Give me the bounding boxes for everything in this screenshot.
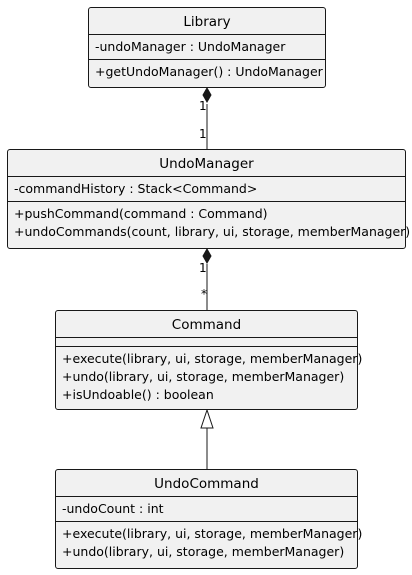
class-name: UndoManager [8, 150, 405, 177]
class-attributes: -commandHistory : Stack<Command> [8, 177, 405, 202]
class-name: Command [56, 311, 357, 338]
class-operations: +execute(library, ui, storage, memberMan… [56, 522, 363, 564]
operation: +undoCommands(count, library, ui, storag… [14, 224, 411, 239]
class-name: UndoCommand [56, 470, 357, 497]
multiplicity-undomanager-source: 1 [199, 261, 207, 275]
operation: +pushCommand(command : Command) [14, 206, 268, 221]
composition-undomanager-command [202, 247, 212, 310]
composition-diamond-library [202, 86, 212, 104]
class-attributes: -undoCount : int [56, 497, 357, 522]
operation: +undo(library, ui, storage, memberManage… [62, 544, 345, 559]
operation: +isUndoable() : boolean [62, 387, 214, 402]
attribute: -commandHistory : Stack<Command> [14, 181, 258, 196]
class-operations: +getUndoManager() : UndoManager [89, 60, 325, 84]
class-library[interactable]: Library -undoManager : UndoManager +getU… [88, 7, 326, 88]
generalization-arrowhead [200, 408, 214, 429]
operation: +getUndoManager() : UndoManager [95, 64, 323, 79]
class-command[interactable]: Command +execute(library, ui, storage, m… [55, 310, 363, 410]
operation: +execute(library, ui, storage, memberMan… [62, 526, 363, 541]
generalization-undocommand-command [200, 408, 214, 469]
operation: +undo(library, ui, storage, memberManage… [62, 369, 345, 384]
composition-diamond-undomanager [202, 247, 212, 265]
class-operations: +execute(library, ui, storage, memberMan… [56, 347, 363, 407]
class-attributes [56, 338, 357, 347]
class-undomanager[interactable]: UndoManager -commandHistory : Stack<Comm… [7, 149, 411, 249]
multiplicity-command-end: * [201, 287, 207, 301]
multiplicity-undomanager-end: 1 [199, 127, 207, 141]
attribute: -undoManager : UndoManager [95, 39, 286, 54]
class-name: Library [89, 8, 325, 35]
class-operations: +pushCommand(command : Command) +undoCom… [8, 202, 411, 244]
class-attributes: -undoManager : UndoManager [89, 35, 325, 60]
operation: +execute(library, ui, storage, memberMan… [62, 351, 363, 366]
composition-library-undomanager [202, 86, 212, 149]
multiplicity-library-end: 1 [199, 99, 207, 113]
class-undocommand[interactable]: UndoCommand -undoCount : int +execute(li… [55, 469, 363, 569]
attribute: -undoCount : int [62, 501, 164, 516]
